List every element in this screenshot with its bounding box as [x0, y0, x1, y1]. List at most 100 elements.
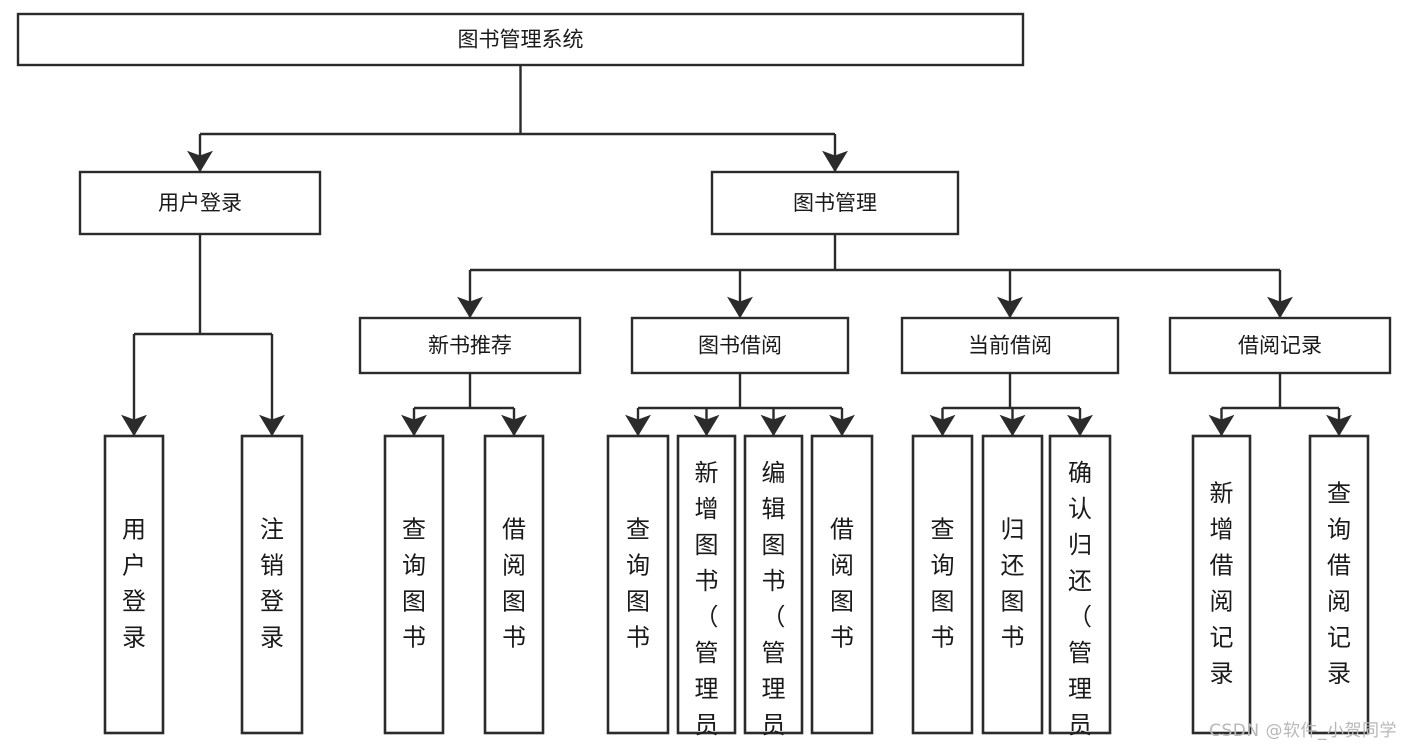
level2-node-0[interactable]: 用户登录 — [78, 170, 322, 236]
svg-text:查: 查 — [626, 516, 650, 544]
leaf-node-7-box[interactable] — [810, 434, 874, 735]
svg-text:书: 书 — [402, 624, 426, 652]
svg-text:图: 图 — [402, 588, 426, 616]
svg-text:记: 记 — [1327, 624, 1351, 652]
level2-node-0-box[interactable] — [78, 170, 322, 236]
leaf-node-9-box[interactable] — [981, 434, 1044, 735]
leaf-node-11-box[interactable] — [1191, 434, 1252, 735]
leaf-node-6-box[interactable] — [743, 434, 804, 735]
leaf-node-8-box[interactable] — [911, 434, 974, 735]
svg-text:还: 还 — [1068, 567, 1092, 595]
svg-text:户: 户 — [122, 552, 146, 580]
level2-node-1-box[interactable] — [710, 170, 960, 236]
svg-text:书: 书 — [626, 624, 650, 652]
level3-node-1-box[interactable] — [630, 316, 850, 375]
level2-node-1[interactable]: 图书管理 — [710, 170, 960, 236]
leaf-node-1-box[interactable] — [240, 434, 304, 735]
leaf-node-2-box[interactable] — [383, 434, 445, 735]
leaf-node-0[interactable]: 用户登录 — [103, 434, 165, 735]
svg-text:查: 查 — [931, 516, 955, 544]
svg-text:增: 增 — [1210, 516, 1234, 544]
level3-node-2-box[interactable] — [900, 316, 1120, 375]
svg-text:查: 查 — [1327, 480, 1351, 508]
level3-node-1[interactable]: 图书借阅 — [630, 316, 850, 375]
svg-text:归: 归 — [1068, 531, 1092, 559]
svg-text:图: 图 — [502, 588, 526, 616]
level3-node-3[interactable]: 借阅记录 — [1168, 316, 1392, 375]
level3-node-1-label: 图书借阅 — [698, 334, 782, 358]
level3-node-3-label: 借阅记录 — [1238, 334, 1322, 358]
leaf-node-0-box[interactable] — [103, 434, 165, 735]
level3-node-2[interactable]: 当前借阅 — [900, 316, 1120, 375]
svg-text:理: 理 — [762, 675, 786, 703]
svg-text:图: 图 — [830, 588, 854, 616]
level3-node-3-box[interactable] — [1168, 316, 1392, 375]
level3-node-0-box[interactable] — [358, 316, 582, 375]
svg-text:编: 编 — [762, 459, 786, 487]
svg-text:书: 书 — [1001, 624, 1025, 652]
node-layer: 图书管理系统用户登录图书管理新书推荐图书借阅当前借阅借阅记录用户登录注销登录查询… — [16, 12, 1392, 747]
svg-text:借: 借 — [1327, 552, 1351, 580]
level2-node-0-label: 用户登录 — [158, 191, 242, 215]
leaf-node-10-box[interactable] — [1048, 434, 1112, 735]
svg-text:阅: 阅 — [830, 552, 854, 580]
leaf-node-4-box[interactable] — [606, 434, 670, 735]
svg-text:查: 查 — [402, 516, 426, 544]
root-node[interactable]: 图书管理系统 — [16, 12, 1025, 67]
svg-text:图: 图 — [626, 588, 650, 616]
svg-text:（: （ — [762, 603, 786, 631]
svg-text:记: 记 — [1210, 624, 1234, 652]
svg-text:管: 管 — [762, 639, 786, 667]
svg-text:用: 用 — [122, 516, 146, 544]
leaf-node-3-box[interactable] — [483, 434, 545, 735]
connector-layer — [121, 65, 1352, 437]
root-node-box[interactable] — [16, 12, 1025, 67]
svg-text:录: 录 — [122, 624, 146, 652]
svg-text:阅: 阅 — [1210, 588, 1234, 616]
svg-text:图: 图 — [695, 531, 719, 559]
level3-node-0[interactable]: 新书推荐 — [358, 316, 582, 375]
svg-text:确: 确 — [1068, 459, 1092, 487]
svg-text:书: 书 — [695, 567, 719, 595]
root-node-label: 图书管理系统 — [458, 28, 584, 52]
level3-node-0-label: 新书推荐 — [428, 334, 512, 358]
svg-text:理: 理 — [695, 675, 719, 703]
svg-text:录: 录 — [260, 624, 284, 652]
svg-text:辑: 辑 — [762, 495, 786, 523]
leaf-node-0-label: 用户登录 — [122, 516, 146, 652]
svg-text:询: 询 — [626, 552, 650, 580]
svg-text:（: （ — [1068, 603, 1092, 631]
leaf-node-12-box[interactable] — [1308, 434, 1370, 735]
svg-text:录: 录 — [1327, 660, 1351, 688]
svg-text:借: 借 — [502, 516, 526, 544]
svg-text:员: 员 — [695, 711, 719, 739]
svg-text:询: 询 — [402, 552, 426, 580]
svg-text:理: 理 — [1068, 675, 1092, 703]
svg-text:录: 录 — [1210, 660, 1234, 688]
svg-text:员: 员 — [762, 711, 786, 739]
leaf-node-5-box[interactable] — [676, 434, 737, 735]
